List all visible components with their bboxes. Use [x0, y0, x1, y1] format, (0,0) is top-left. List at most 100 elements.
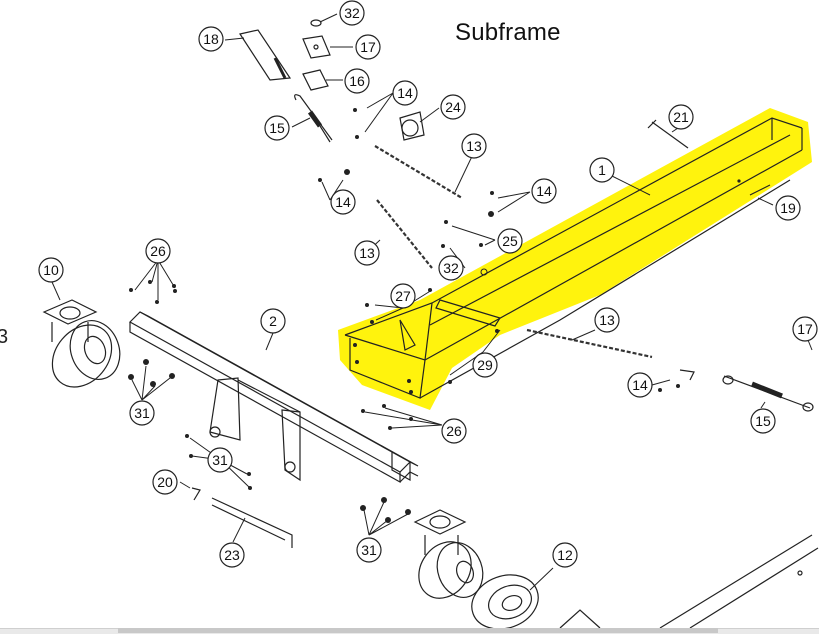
callout-25: 25	[497, 228, 523, 254]
callout-circle	[207, 447, 233, 473]
callout-label: 29	[477, 357, 493, 373]
callout-label: 24	[445, 99, 461, 115]
callout-14: 14	[330, 189, 356, 215]
callout-label: 15	[755, 413, 771, 429]
callout-20: 20	[152, 469, 178, 495]
callout-1: 1	[589, 157, 615, 183]
callout-23: 23	[219, 542, 245, 568]
callout-circle	[440, 94, 466, 120]
callout-circle	[38, 257, 64, 283]
pin-21	[651, 121, 689, 149]
callout-circle	[260, 308, 286, 334]
handle-23	[211, 497, 293, 548]
callout-label: 21	[673, 109, 689, 125]
chain-middle	[376, 199, 433, 269]
callout-label: 1	[598, 162, 606, 178]
callout-circle	[438, 255, 464, 281]
callout-label: 32	[344, 5, 360, 21]
main-beam-lines	[344, 117, 803, 399]
callout-circle	[792, 316, 818, 342]
callout-21: 21	[668, 104, 694, 130]
callout-17: 17	[355, 34, 381, 60]
chains	[374, 145, 653, 359]
callout-circle	[668, 104, 694, 130]
callout-label: 12	[557, 547, 573, 563]
callout-circle	[344, 68, 370, 94]
callout-13: 13	[354, 240, 380, 266]
callout-31: 31	[129, 400, 155, 426]
callout-circle	[330, 189, 356, 215]
main-beam-highlight	[338, 108, 812, 410]
caster-wheel-bottom	[413, 509, 484, 599]
callout-17: 17	[792, 316, 818, 342]
chain-top	[374, 145, 463, 199]
callout-13: 13	[461, 133, 487, 159]
callout-label: 13	[466, 138, 482, 154]
callout-circle	[354, 240, 380, 266]
callout-31: 31	[356, 537, 382, 563]
callout-27: 27	[390, 283, 416, 309]
callout-label: 17	[360, 39, 376, 55]
caster-wheel-left	[42, 299, 121, 388]
callout-circle	[355, 34, 381, 60]
callout-circle	[339, 0, 365, 26]
callout-label: 31	[212, 452, 228, 468]
callout-15: 15	[264, 115, 290, 141]
callout-circle	[152, 469, 178, 495]
plate-17-top	[302, 35, 331, 59]
callout-18: 18	[198, 26, 224, 52]
callout-label: 25	[502, 233, 518, 249]
callout-label: 13	[599, 312, 615, 328]
callout-label: 31	[361, 542, 377, 558]
cropped-edge-label: 3	[0, 326, 9, 348]
callout-16: 16	[344, 68, 370, 94]
callout-circle	[461, 133, 487, 159]
callout-31: 31	[207, 447, 233, 473]
callout-circle	[750, 408, 776, 434]
callout-label: 10	[43, 262, 59, 278]
pin-20	[191, 487, 201, 501]
callout-circle	[145, 238, 171, 264]
callout-19: 19	[775, 195, 801, 221]
wheel-part-12	[471, 574, 601, 630]
callout-circle	[472, 352, 498, 378]
callout-32: 32	[438, 255, 464, 281]
callout-circle	[129, 400, 155, 426]
shackle-14	[679, 369, 695, 381]
callout-29: 29	[472, 352, 498, 378]
callout-label: 19	[780, 200, 796, 216]
callout-label: 2	[269, 313, 277, 329]
callout-label: 17	[797, 321, 813, 337]
callout-12: 12	[552, 542, 578, 568]
callout-24: 24	[440, 94, 466, 120]
callout-label: 16	[349, 73, 365, 89]
callout-circle	[392, 80, 418, 106]
callout-14: 14	[531, 178, 557, 204]
callout-32: 32	[339, 0, 365, 26]
callout-10: 10	[38, 257, 64, 283]
bolts-and-nuts	[128, 108, 680, 523]
callout-label: 31	[134, 405, 150, 421]
cross-frame-part-2	[129, 311, 419, 484]
callout-label: 18	[203, 31, 219, 47]
callout-circle	[552, 542, 578, 568]
callout-circle	[775, 195, 801, 221]
horizontal-scrollbar-thumb[interactable]	[118, 628, 718, 633]
leader-lines	[51, 13, 813, 591]
callout-label: 20	[157, 474, 173, 490]
long-rail	[659, 534, 819, 629]
callout-label: 14	[536, 183, 552, 199]
main-beam-bolts	[353, 179, 741, 394]
callout-circle	[531, 178, 557, 204]
strap-18	[239, 29, 292, 81]
callout-circle	[589, 157, 615, 183]
callout-circle	[497, 228, 523, 254]
callout-label: 15	[269, 120, 285, 136]
plate-16	[302, 69, 329, 91]
callout-label: 23	[224, 547, 240, 563]
diagram-title: Subframe	[455, 19, 561, 46]
callout-circle	[219, 542, 245, 568]
